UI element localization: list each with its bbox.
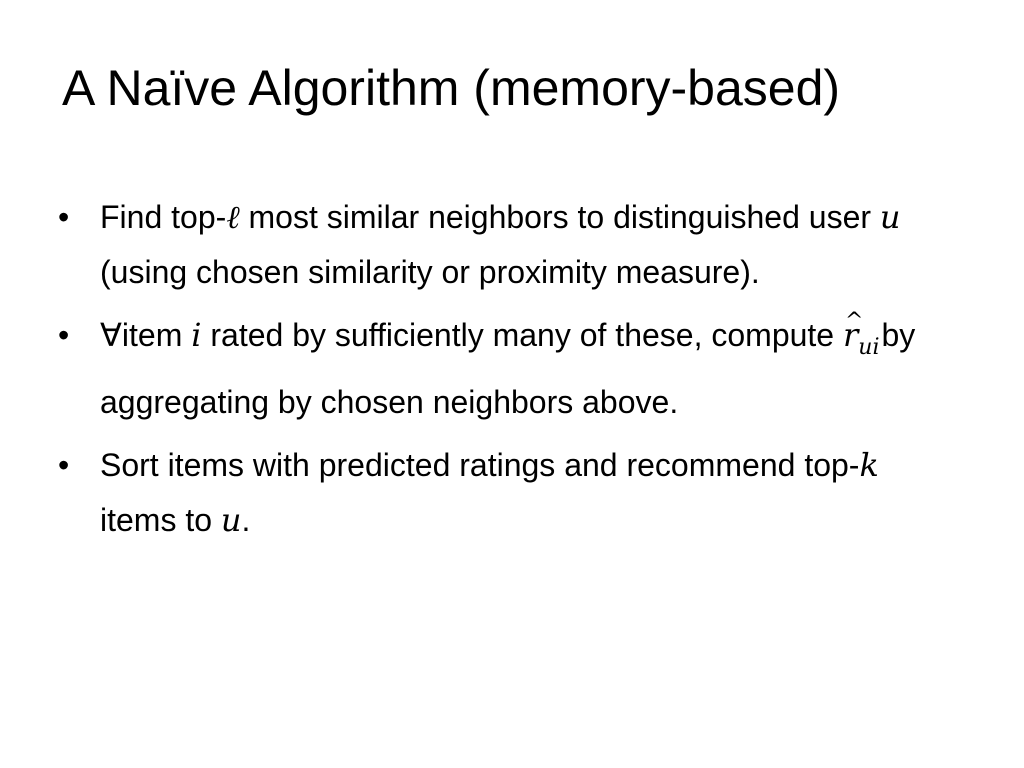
bullet-text: Sort items with predicted ratings and re… — [100, 447, 860, 483]
bullet-text: rated by sufficiently many of these, com… — [201, 317, 843, 353]
bullet-text: ∀item — [100, 317, 192, 353]
slide-title: A Naïve Algorithm (memory-based) — [62, 60, 841, 116]
math-r-hat-ui: ^rui — [843, 308, 882, 375]
bullet-item-2: • ∀item i rated by sufficiently many of … — [58, 308, 958, 430]
bullet-icon: • — [58, 317, 70, 353]
math-u: u — [879, 198, 901, 236]
bullet-text: by aggregating by chosen neighbors above… — [100, 317, 916, 420]
bullet-text: . — [241, 502, 251, 538]
bullet-text: items to — [100, 502, 221, 538]
bullet-text: (using chosen similarity or proximity me… — [100, 254, 760, 290]
hat-accent: ^ — [844, 309, 864, 334]
bullet-text: Find top- — [100, 199, 227, 235]
math-r: r — [842, 316, 859, 354]
math-u: u — [220, 501, 242, 539]
math-k: k — [859, 446, 879, 484]
bullet-item-1: • Find top-ℓ most similar neighbors to d… — [58, 190, 958, 300]
bullet-text: most similar neighbors to distinguished … — [239, 199, 880, 235]
bullet-list: • Find top-ℓ most similar neighbors to d… — [58, 190, 958, 556]
math-subscript-ui: ui — [858, 335, 880, 360]
math-ell: ℓ — [226, 198, 240, 236]
math-i: i — [191, 316, 202, 354]
bullet-icon: • — [58, 447, 70, 483]
bullet-icon: • — [58, 199, 70, 235]
bullet-item-3: • Sort items with predicted ratings and … — [58, 438, 958, 548]
